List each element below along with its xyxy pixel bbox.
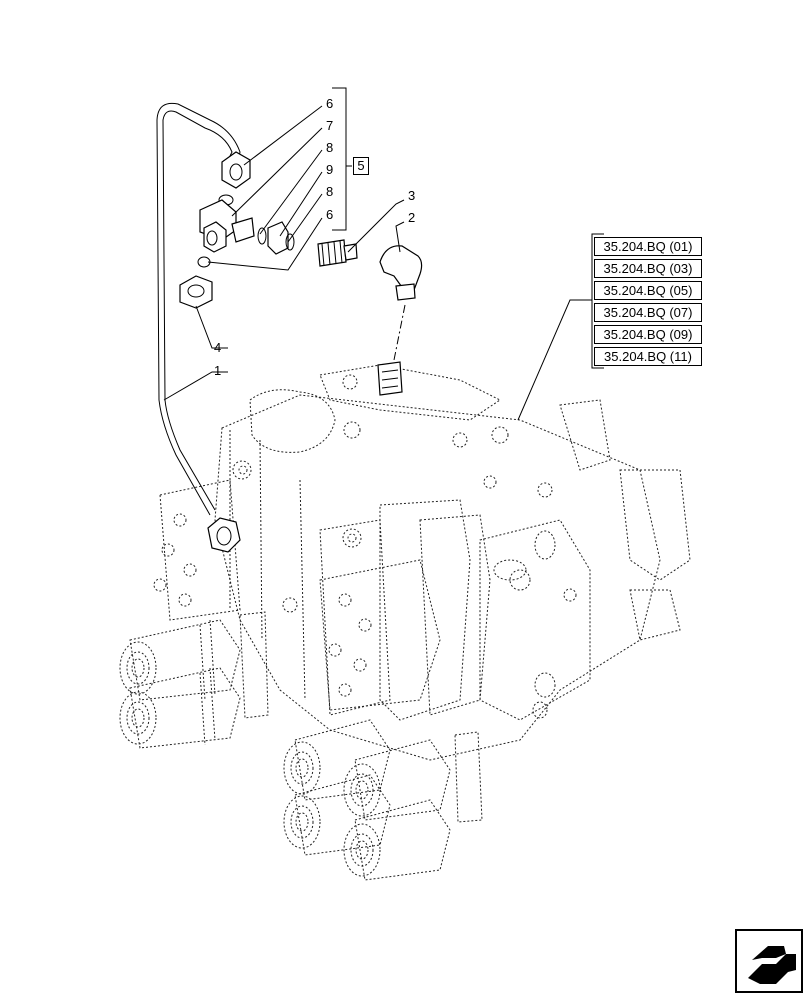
leader-lines: [163, 87, 604, 421]
quick-couplers: [119, 619, 451, 881]
callout-5-box: 5: [353, 157, 369, 175]
callout-2: 2: [408, 210, 416, 225]
assembly-centerline: [389, 304, 406, 381]
nut-part-9: [267, 221, 289, 255]
o-ring-right: [285, 233, 295, 251]
reference-link[interactable]: 35.204.BQ (05): [594, 281, 702, 300]
reference-link[interactable]: 35.204.BQ (01): [594, 237, 702, 256]
reference-link[interactable]: 35.204.BQ (07): [594, 303, 702, 322]
callout-8-top: 8: [326, 140, 334, 155]
o-ring-middle: [257, 227, 267, 245]
valve-port-fitting: [377, 361, 403, 396]
adapter-part-3: [317, 239, 358, 267]
pipe-part-1: [156, 102, 251, 553]
callout-1: 1: [214, 363, 222, 378]
valve-block-outline: [153, 364, 691, 823]
callout-9: 9: [326, 162, 334, 177]
callout-3: 3: [408, 188, 416, 203]
callout-6-top: 6: [326, 96, 334, 111]
nut-part-4: [179, 275, 213, 309]
callout-4: 4: [214, 340, 222, 355]
callout-6-bottom: 6: [326, 207, 334, 222]
next-page-arrow-icon[interactable]: [735, 929, 803, 993]
reference-link[interactable]: 35.204.BQ (11): [594, 347, 702, 366]
elbow-part-2: [379, 245, 423, 301]
callout-7: 7: [326, 118, 334, 133]
callout-8-bottom: 8: [326, 184, 334, 199]
swivel-elbow-fitting: [199, 199, 255, 253]
reference-link[interactable]: 35.204.BQ (09): [594, 325, 702, 344]
reference-link[interactable]: 35.204.BQ (03): [594, 259, 702, 278]
